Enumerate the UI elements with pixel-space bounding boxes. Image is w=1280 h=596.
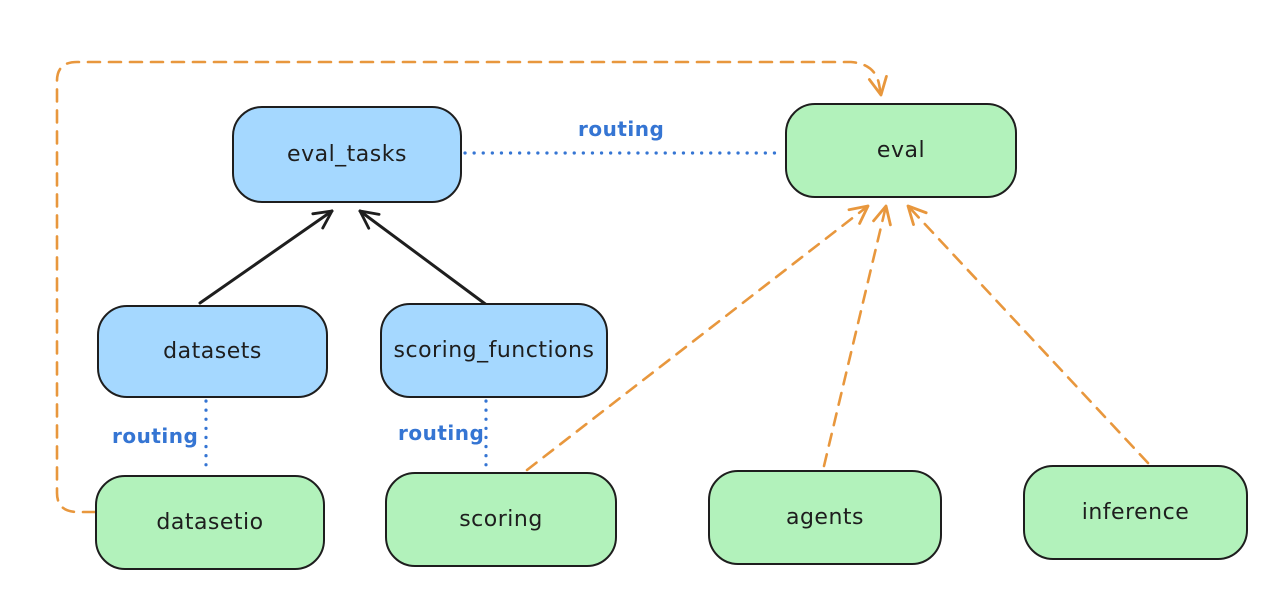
edge-label-routing-scoring-functions-scoring: routing [398, 421, 485, 445]
node-eval-tasks: eval_tasks [232, 106, 462, 203]
node-scoring-functions: scoring_functions [380, 303, 608, 398]
node-datasets: datasets [97, 305, 328, 398]
node-datasetio-label: datasetio [156, 510, 264, 535]
node-scoring-functions-label: scoring_functions [393, 338, 595, 363]
node-scoring: scoring [385, 472, 617, 567]
edge-inference-to-eval [906, 204, 1150, 465]
edge-scoring-functions-to-eval-tasks [358, 209, 490, 308]
node-eval: eval [785, 103, 1017, 198]
node-agents: agents [708, 470, 942, 565]
edge-agents-to-eval [822, 204, 892, 468]
node-scoring-label: scoring [459, 507, 543, 532]
node-datasetio: datasetio [95, 475, 325, 570]
node-inference-label: inference [1081, 500, 1190, 525]
edge-label-routing-datasets-datasetio: routing [112, 424, 199, 448]
node-agents-label: agents [785, 505, 864, 530]
node-eval-label: eval [876, 138, 926, 163]
node-inference: inference [1023, 465, 1248, 560]
node-datasets-label: datasets [163, 339, 262, 364]
edge-label-routing-eval-tasks-eval: routing [578, 117, 665, 141]
edge-datasets-to-eval-tasks [198, 209, 334, 305]
node-eval-tasks-label: eval_tasks [287, 142, 407, 167]
